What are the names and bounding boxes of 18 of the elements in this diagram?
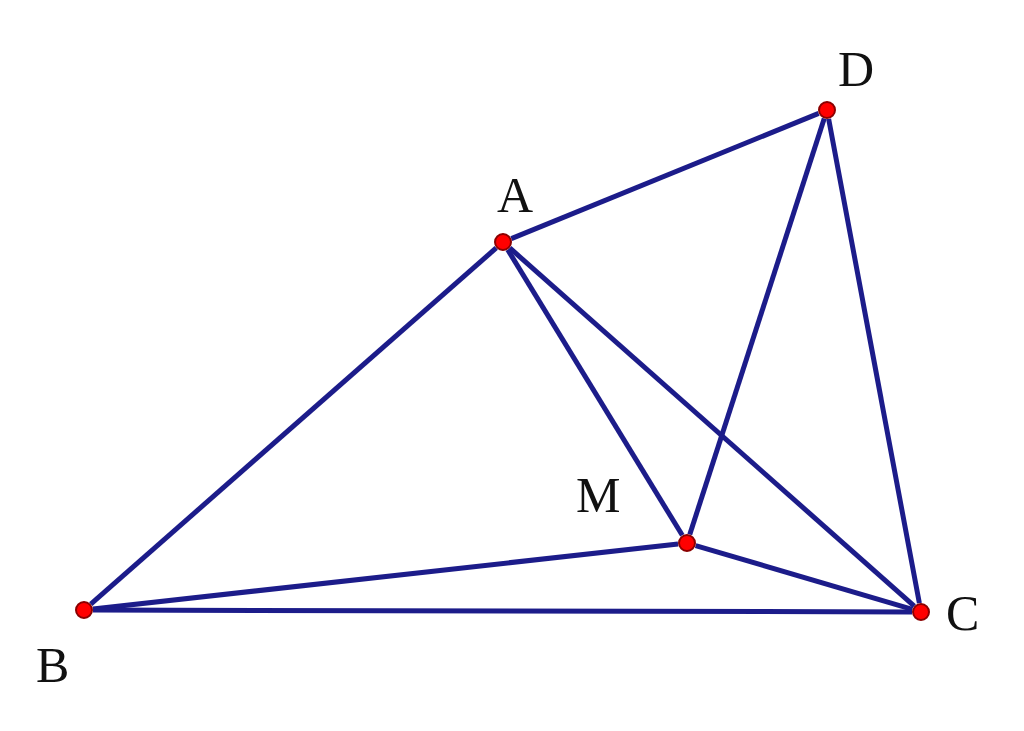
line-segment (505, 248, 685, 537)
point-label: B (36, 640, 70, 690)
line-segment (508, 246, 916, 608)
point-dot (678, 534, 696, 552)
point-label: M (576, 470, 621, 520)
point-label: C (946, 588, 980, 638)
line-segment (93, 607, 912, 615)
line-segment (89, 246, 498, 606)
point-label: A (497, 170, 534, 220)
line-segment (694, 543, 914, 612)
line-segment (510, 111, 820, 241)
line-segment (687, 117, 827, 536)
point-label: D (838, 44, 875, 94)
point-dot (75, 601, 93, 619)
line-segment (826, 118, 922, 604)
point-dot (912, 603, 930, 621)
point-dot (818, 101, 836, 119)
point-dot (494, 233, 512, 251)
